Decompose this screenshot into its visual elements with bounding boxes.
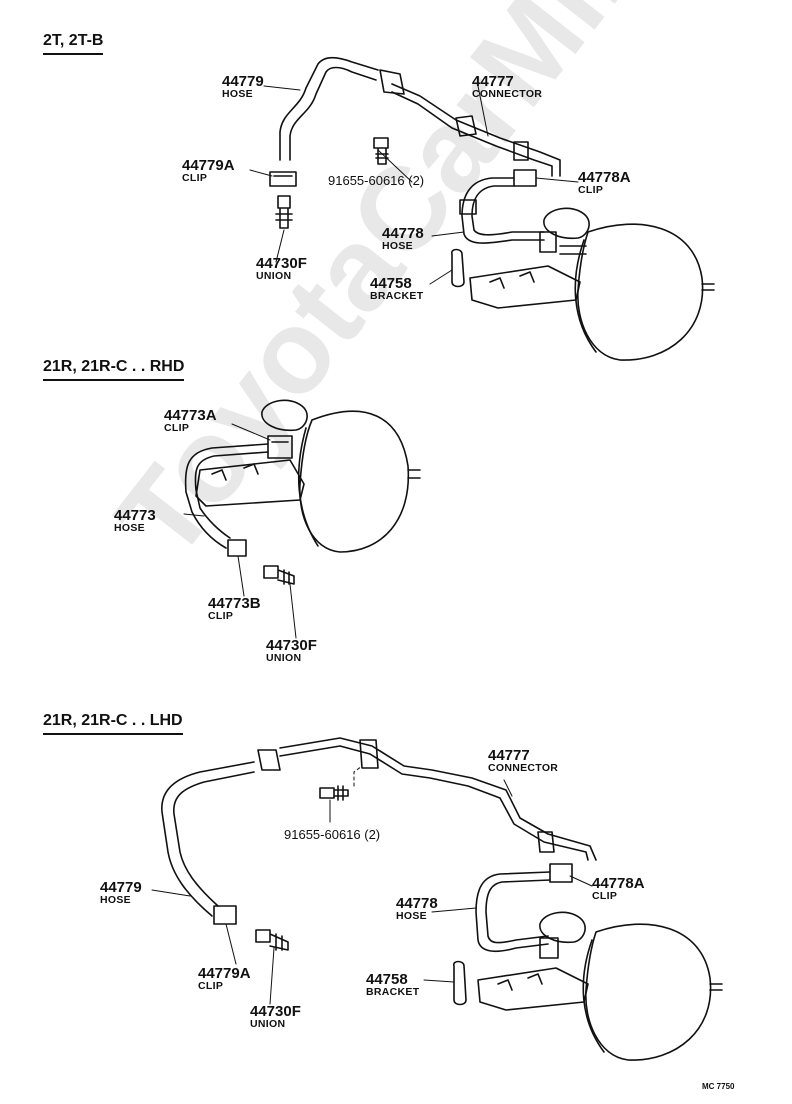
brake-booster-1 xyxy=(469,207,715,361)
hose-44778-1 xyxy=(461,177,545,244)
part-name: CONNECTOR xyxy=(488,762,559,774)
bolt-91655-1 xyxy=(373,137,389,165)
label-44779A-clip-3: 44779A CLIP xyxy=(198,966,251,992)
brake-booster-2 xyxy=(195,399,421,553)
part-number: 44773B xyxy=(208,595,261,612)
part-number: 91655-60616 (2) xyxy=(284,827,381,842)
hose-44779-3 xyxy=(161,761,255,917)
part-name: UNION xyxy=(256,270,292,282)
label-44773A-clip-2: 44773A CLIP xyxy=(164,408,217,434)
bracket-44758-1 xyxy=(451,248,465,288)
part-number: 44778A xyxy=(592,875,645,892)
clip-44779A-1 xyxy=(269,171,297,187)
part-name: CLIP xyxy=(182,172,208,184)
union-44730F-3 xyxy=(255,929,289,951)
part-name: HOSE xyxy=(100,894,131,906)
label-44779A-clip-1: 44779A CLIP xyxy=(182,158,235,184)
part-number: 44773A xyxy=(164,407,217,424)
section-2-heading: 21R, 21R-C . . RHD xyxy=(43,358,185,381)
label-44730F-union-1: 44730F UNION xyxy=(256,256,307,282)
part-number: 44777 xyxy=(472,73,514,90)
label-44778A-clip-3: 44778A CLIP xyxy=(592,876,645,902)
part-name: UNION xyxy=(250,1018,286,1030)
part-number: 44779A xyxy=(182,157,235,174)
hose-44779-1 xyxy=(279,56,379,161)
hose-44778-3 xyxy=(475,871,551,953)
label-44758-bracket-3: 44758 BRACKET xyxy=(366,972,419,998)
label-44779-hose-3: 44779 HOSE xyxy=(100,880,142,906)
part-name: CLIP xyxy=(592,890,618,902)
part-number: 44730F xyxy=(250,1003,301,1020)
label-44730F-union-3: 44730F UNION xyxy=(250,1004,301,1030)
section-1-drawing xyxy=(249,56,715,361)
part-name: CLIP xyxy=(208,610,234,622)
section-1-heading: 2T, 2T-B xyxy=(43,32,104,55)
bracket-44758-3 xyxy=(453,960,467,1006)
section-2-drawing xyxy=(183,399,421,639)
part-name: CONNECTOR xyxy=(472,88,543,100)
section-3-drawing xyxy=(151,737,723,1061)
part-name: HOSE xyxy=(382,240,413,252)
part-name: HOSE xyxy=(222,88,253,100)
union-44730F-1 xyxy=(275,195,293,229)
part-name: CLIP xyxy=(198,980,224,992)
part-number: 91655-60616 (2) xyxy=(328,173,425,188)
part-number: 44777 xyxy=(488,747,530,764)
label-44778-hose-1: 44778 HOSE xyxy=(382,226,424,252)
part-name: HOSE xyxy=(114,522,145,534)
label-44730F-union-2: 44730F UNION xyxy=(266,638,317,664)
part-name: BRACKET xyxy=(366,986,420,998)
clip-44773A-2 xyxy=(267,435,293,459)
clip-44778A-1 xyxy=(513,169,537,187)
label-44773B-clip-2: 44773B CLIP xyxy=(208,596,261,622)
part-number: 44779A xyxy=(198,965,251,982)
part-number: 44779 xyxy=(100,879,142,896)
part-name: CLIP xyxy=(164,422,190,434)
label-44758-bracket-1: 44758 BRACKET xyxy=(370,276,423,302)
part-name: BRACKET xyxy=(370,290,424,302)
figure-code: MC 7750 xyxy=(702,1082,735,1091)
clip-44779A-3 xyxy=(213,905,237,925)
connector-44777-1 xyxy=(391,83,561,177)
connector-44777-3 xyxy=(279,737,597,861)
part-number: 44758 xyxy=(366,971,408,988)
brake-booster-3 xyxy=(477,911,723,1061)
clip-44773B-2 xyxy=(227,539,247,557)
union-44730F-2 xyxy=(263,565,295,585)
part-number: 44779 xyxy=(222,73,264,90)
part-number: 44778 xyxy=(382,225,424,242)
part-number: 44758 xyxy=(370,275,412,292)
section-3-heading: 21R, 21R-C . . LHD xyxy=(43,712,183,735)
part-number: 44778 xyxy=(396,895,438,912)
part-number: 44730F xyxy=(266,637,317,654)
part-number: 44730F xyxy=(256,255,307,272)
part-name: UNION xyxy=(266,652,302,664)
label-91655-bolt-3: 91655-60616 (2) xyxy=(284,828,380,841)
part-number: 44773 xyxy=(114,507,156,524)
hose-44773-2 xyxy=(184,443,269,549)
part-number: 44778A xyxy=(578,169,631,186)
part-name: CLIP xyxy=(578,184,604,196)
label-44773-hose-2: 44773 HOSE xyxy=(114,508,156,534)
label-44779-hose-1: 44779 HOSE xyxy=(222,74,264,100)
label-44778-hose-3: 44778 HOSE xyxy=(396,896,438,922)
bolt-91655-3 xyxy=(319,785,349,801)
label-44777-connector-1: 44777 CONNECTOR xyxy=(472,74,542,100)
label-44777-connector-3: 44777 CONNECTOR xyxy=(488,748,558,774)
label-44778A-clip-1: 44778A CLIP xyxy=(578,170,631,196)
label-91655-bolt-1: 91655-60616 (2) xyxy=(328,174,424,187)
part-name: HOSE xyxy=(396,910,427,922)
clip-44778A-3 xyxy=(549,863,573,883)
